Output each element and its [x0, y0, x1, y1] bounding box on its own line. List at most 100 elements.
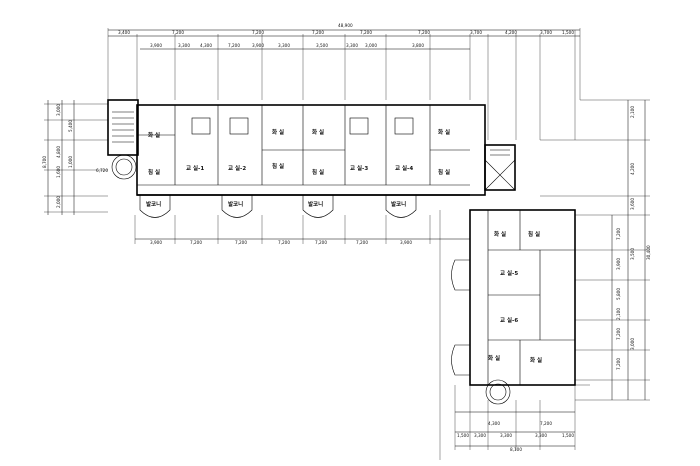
side-label: 6,720: [96, 168, 108, 173]
stair-core: [484, 144, 516, 191]
top-inner-dims: 3,900 3,300 4,300 7,200 3,900 3,300 3,50…: [150, 43, 424, 48]
balcony-label: 발코니: [228, 200, 243, 208]
right-dimension-lines: 2,100 4,200 3,600 7,200 3,900 5,800 2,10…: [540, 99, 651, 401]
room-label: 교 실-5: [500, 269, 518, 277]
left-stair: [112, 111, 134, 143]
svg-text:5,400: 5,400: [68, 120, 73, 132]
svg-text:5,800: 5,800: [616, 288, 621, 300]
svg-text:4,200: 4,200: [630, 163, 635, 175]
balcony-4: [385, 195, 417, 218]
top-dimension-lines: [107, 28, 581, 140]
svg-text:7,200: 7,200: [356, 240, 368, 245]
svg-text:1,500: 1,500: [457, 433, 469, 438]
svg-text:7,200: 7,200: [616, 328, 621, 340]
svg-text:3,900: 3,900: [150, 43, 162, 48]
svg-text:7,200: 7,200: [418, 30, 430, 35]
svg-text:3,300: 3,300: [500, 433, 512, 438]
svg-text:3,300: 3,300: [178, 43, 190, 48]
svg-text:7,200: 7,200: [252, 30, 264, 35]
round-tower-left: [111, 154, 137, 180]
svg-text:2,100: 2,100: [616, 308, 621, 320]
lower-wing: 화 실 침 실 교 실-5 교 실-6 화 실 화 실: [451, 209, 576, 405]
room-label: 화 실: [488, 354, 500, 362]
svg-text:1,000: 1,000: [68, 156, 73, 168]
room-label: 침 실: [148, 168, 160, 176]
upper-wing: 화 실 침 실 교 실-1 교 실-2 화 실 침 실 화 실 침 실 교 실-…: [96, 99, 486, 218]
svg-text:3,700: 3,700: [470, 30, 482, 35]
toilet-block: [394, 117, 414, 135]
svg-text:3,800: 3,800: [412, 43, 424, 48]
room-label: 화 실: [148, 131, 160, 139]
svg-text:1,500: 1,500: [562, 433, 574, 438]
room-label: 교 실-4: [395, 164, 413, 172]
svg-text:3,500: 3,500: [316, 43, 328, 48]
svg-text:3,900: 3,900: [400, 240, 412, 245]
svg-text:3,900: 3,900: [150, 240, 162, 245]
toilet-block: [229, 117, 249, 135]
balcony-3: [302, 195, 334, 218]
svg-text:4,300: 4,300: [200, 43, 212, 48]
svg-text:7,200: 7,200: [190, 240, 202, 245]
balcony-1: [139, 195, 171, 218]
svg-text:4,200: 4,200: [505, 30, 517, 35]
svg-text:7,200: 7,200: [312, 30, 324, 35]
balcony-label: 발코니: [146, 200, 161, 208]
bottom-total-dimension: 8,100: [510, 447, 522, 452]
balcony-label: 발코니: [391, 200, 406, 208]
room-label: 교 실-2: [228, 164, 246, 172]
svg-text:1,500: 1,500: [562, 30, 574, 35]
bottom-upper-dimension-lines: 3,900 7,200 7,200 7,200 7,200 7,200 3,90…: [134, 215, 470, 245]
svg-text:7,200: 7,200: [616, 358, 621, 370]
room-label: 교 실-6: [500, 316, 518, 324]
room-label: 침 실: [438, 168, 450, 176]
balcony-label: 발코니: [308, 200, 323, 208]
svg-text:3,000: 3,000: [56, 104, 61, 116]
toilet-block: [191, 117, 211, 135]
svg-text:3,000: 3,000: [630, 338, 635, 350]
room-label: 침 실: [528, 230, 540, 238]
svg-text:7,200: 7,200: [360, 30, 372, 35]
top-outer-dims: 3,400 7,200 7,200 7,200 7,200 7,200 3,70…: [118, 30, 574, 35]
overall-dimension: 48,900: [338, 23, 353, 28]
svg-text:7,200: 7,200: [315, 240, 327, 245]
left-dimension-lines: 3,000 5,400 1,000 1,600 4,800 2,000 8,70…: [42, 100, 108, 215]
svg-text:3,900: 3,900: [252, 43, 264, 48]
room-label: 침 실: [312, 168, 324, 176]
room-label: 화 실: [272, 128, 284, 136]
room-label: 교 실-1: [186, 164, 204, 172]
svg-text:7,200: 7,200: [616, 228, 621, 240]
svg-text:7,200: 7,200: [228, 43, 240, 48]
svg-text:2,100: 2,100: [630, 106, 635, 118]
svg-text:4,300: 4,300: [488, 421, 500, 426]
svg-text:7,200: 7,200: [235, 240, 247, 245]
svg-text:3,900: 3,900: [616, 258, 621, 270]
balcony-2: [221, 195, 253, 218]
svg-text:3,300: 3,300: [474, 433, 486, 438]
svg-text:2,000: 2,000: [56, 196, 61, 208]
svg-text:7,200: 7,200: [278, 240, 290, 245]
room-label: 화 실: [530, 356, 542, 364]
svg-text:4,800: 4,800: [56, 146, 61, 158]
svg-text:3,300: 3,300: [278, 43, 290, 48]
svg-text:8,700: 8,700: [42, 156, 47, 168]
svg-text:3,400: 3,400: [118, 30, 130, 35]
bottom-lower-dimension-lines: 4,300 7,200 1,500 3,300 3,300 3,300 1,50…: [454, 385, 576, 452]
room-label: 화 실: [312, 128, 324, 136]
svg-text:7,200: 7,200: [172, 30, 184, 35]
svg-text:3,000: 3,000: [365, 43, 377, 48]
bay-left-2: [451, 344, 470, 376]
round-tower-bottom: [485, 379, 511, 405]
right-total-dimension: 30,400: [646, 245, 651, 260]
svg-text:7,200: 7,200: [540, 421, 552, 426]
room-label: 침 실: [272, 162, 284, 170]
room-label: 화 실: [494, 230, 506, 238]
svg-text:3,500: 3,500: [630, 248, 635, 260]
svg-text:3,300: 3,300: [346, 43, 358, 48]
svg-text:3,600: 3,600: [630, 198, 635, 210]
room-label: 화 실: [438, 128, 450, 136]
svg-text:1,600: 1,600: [56, 166, 61, 178]
svg-text:3,700: 3,700: [540, 30, 552, 35]
toilet-block: [349, 117, 369, 135]
room-label: 교 실-3: [350, 164, 368, 172]
